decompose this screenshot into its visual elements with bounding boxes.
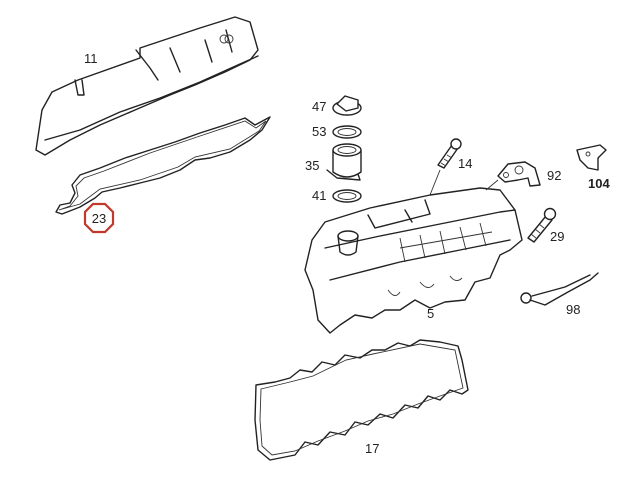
callout-35: 35	[305, 158, 319, 173]
part-5-cylinder-head-cover[interactable]	[304, 187, 523, 334]
part-17-gasket[interactable]	[254, 339, 469, 461]
callout-53: 53	[312, 124, 326, 139]
part-35-filler-neck[interactable]	[326, 143, 362, 181]
callout-29: 29	[550, 229, 564, 244]
part-47-cap[interactable]	[332, 95, 362, 116]
callout-23: 23	[92, 211, 106, 226]
callout-14: 14	[458, 156, 472, 171]
callout-104: 104	[588, 176, 610, 191]
part-104-bracket[interactable]	[576, 144, 607, 171]
part-23-gasket[interactable]	[55, 116, 271, 215]
callout-92: 92	[547, 168, 561, 183]
callout-98: 98	[566, 302, 580, 317]
callout-5: 5	[427, 306, 434, 321]
callout-47: 47	[312, 99, 326, 114]
part-92-bracket[interactable]	[485, 161, 541, 191]
part-29-bolt[interactable]	[527, 207, 557, 243]
part-41-seal-ring[interactable]	[332, 189, 362, 203]
part-11-cylinder-head-cover[interactable]	[35, 16, 259, 156]
callout-23-highlight[interactable]: 23	[83, 202, 115, 234]
callout-41: 41	[312, 188, 326, 203]
callout-17: 17	[365, 441, 379, 456]
part-98-bracket[interactable]	[520, 272, 599, 306]
part-53-seal-ring[interactable]	[332, 125, 362, 139]
callout-11: 11	[84, 51, 98, 66]
